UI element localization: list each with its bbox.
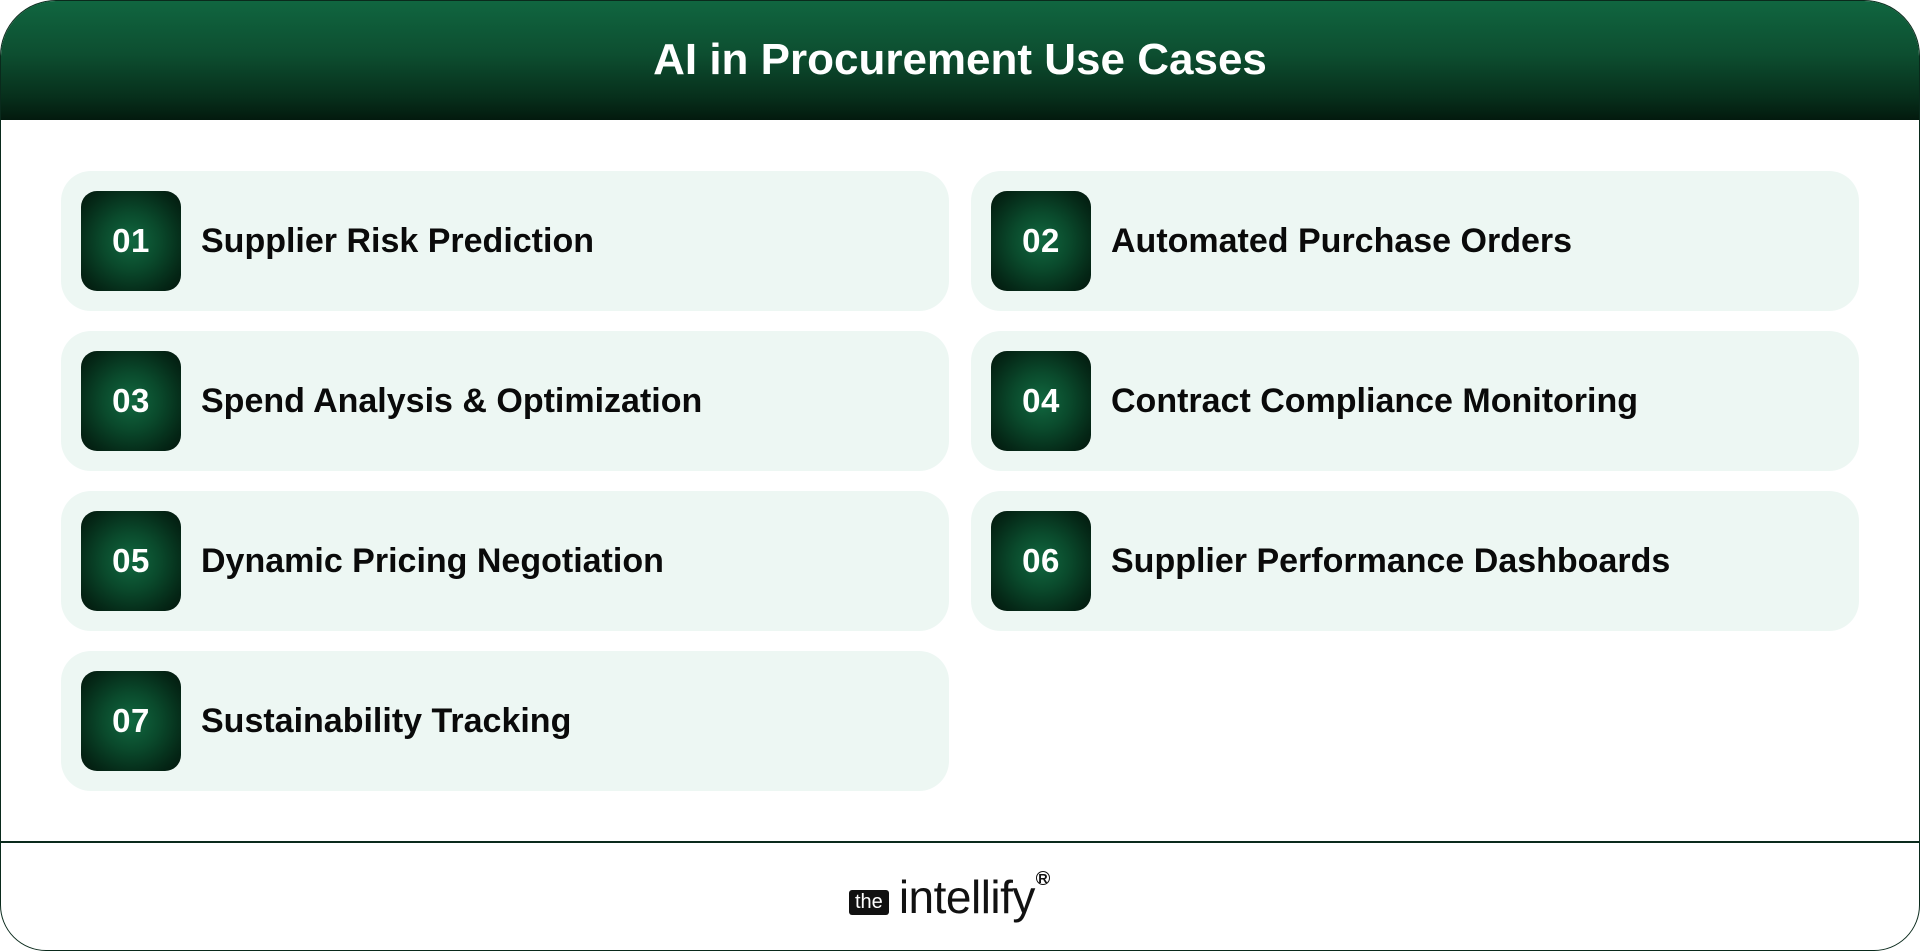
use-case-card-06: 06 Supplier Performance Dashboards [971, 491, 1859, 631]
number-badge: 02 [991, 191, 1091, 291]
number-badge: 03 [81, 351, 181, 451]
badge-number: 02 [1022, 222, 1060, 259]
use-case-title: Supplier Performance Dashboards [1111, 541, 1671, 580]
use-case-title: Contract Compliance Monitoring [1111, 381, 1638, 420]
use-case-title: Sustainability Tracking [201, 701, 572, 740]
logo-wordmark: intellify [898, 871, 1036, 923]
logo-prefix-box: the [849, 889, 889, 915]
use-case-title: Spend Analysis & Optimization [201, 381, 703, 420]
header-banner: AI in Procurement Use Cases [1, 1, 1919, 120]
number-badge: 06 [991, 511, 1091, 611]
badge-number: 04 [1022, 382, 1060, 419]
page-title: AI in Procurement Use Cases [653, 34, 1267, 84]
use-case-card-05: 05 Dynamic Pricing Negotiation [61, 491, 949, 631]
number-badge: 05 [81, 511, 181, 611]
use-case-title: Automated Purchase Orders [1111, 221, 1573, 260]
brand-logo: the intellify R [849, 869, 1050, 925]
badge-number: 07 [112, 702, 150, 739]
use-case-card-02: 02 Automated Purchase Orders [971, 171, 1859, 311]
registered-trademark-icon: R [1035, 871, 1050, 885]
use-case-title: Supplier Risk Prediction [201, 221, 594, 260]
use-case-title: Dynamic Pricing Negotiation [201, 541, 664, 580]
badge-number: 01 [112, 222, 150, 259]
use-case-card-07: 07 Sustainability Tracking [61, 651, 949, 791]
use-case-card-03: 03 Spend Analysis & Optimization [61, 331, 949, 471]
number-badge: 01 [81, 191, 181, 291]
badge-number: 03 [112, 382, 150, 419]
number-badge: 07 [81, 671, 181, 771]
use-case-card-01: 01 Supplier Risk Prediction [61, 171, 949, 311]
footer-divider [1, 841, 1919, 843]
use-case-card-04: 04 Contract Compliance Monitoring [971, 331, 1859, 471]
number-badge: 04 [991, 351, 1091, 451]
badge-number: 05 [112, 542, 150, 579]
badge-number: 06 [1022, 542, 1060, 579]
